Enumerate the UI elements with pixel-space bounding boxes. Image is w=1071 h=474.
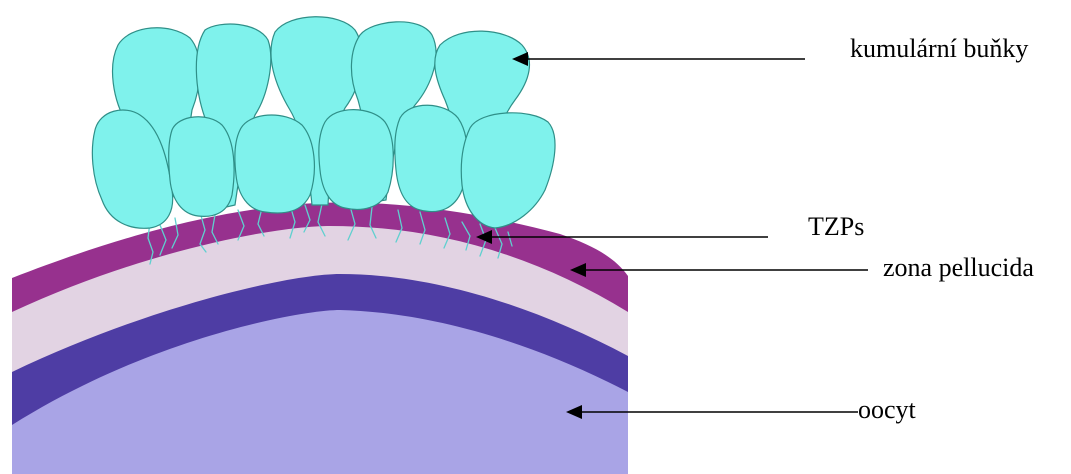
tzps-label: TZPs [808,212,864,241]
cumulus-cell [461,113,555,228]
zona-pellucida-label: zona pellucida [883,253,1034,282]
cumulus-cell [169,117,234,217]
cumulus-cell [395,105,468,211]
cumulus-cells-label: kumulární buňky [850,34,1028,63]
label-cumulus-cells: kumulární buňky [512,34,1028,66]
cumulus-cell [235,115,315,213]
cumulus-cell [319,110,393,210]
label-zona-pellucida: zona pellucida [570,253,1034,282]
oocyte-label: oocyt [858,395,917,424]
oocyte-layers [12,202,628,474]
